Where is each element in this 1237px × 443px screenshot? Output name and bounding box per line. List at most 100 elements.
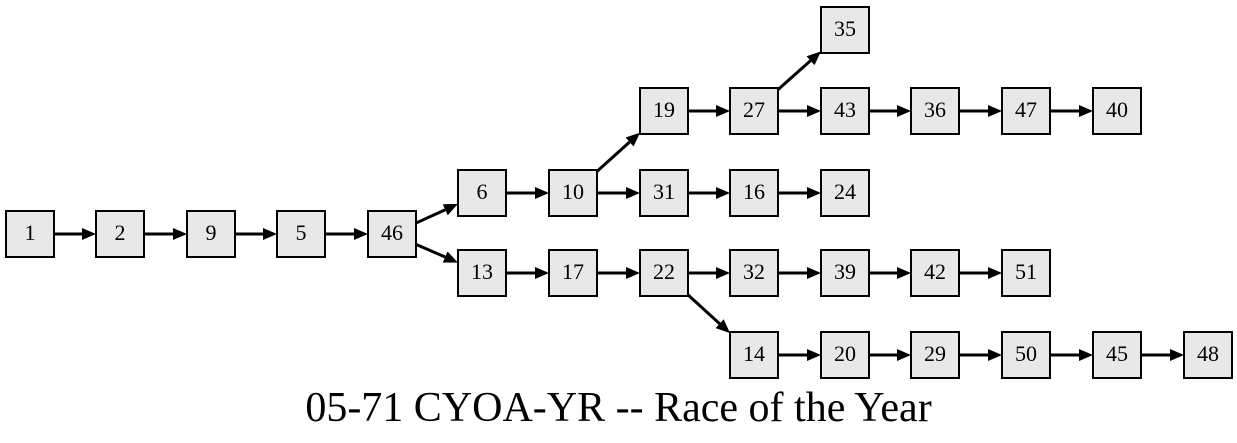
arrowhead — [442, 203, 458, 216]
edge-6-10 — [506, 187, 549, 199]
node-20: 20 — [820, 331, 870, 379]
edge-39-42 — [869, 267, 911, 279]
node-label: 1 — [25, 220, 36, 245]
node-19: 19 — [639, 87, 689, 135]
node-box — [910, 87, 960, 135]
node-label: 47 — [1015, 97, 1037, 122]
node-label: 20 — [834, 341, 856, 366]
arrowhead — [354, 228, 368, 240]
node-box — [95, 210, 145, 258]
node-label: 27 — [743, 97, 765, 122]
arrowhead — [173, 228, 187, 240]
edge-9-5 — [235, 228, 277, 240]
edge-46-13 — [415, 243, 458, 263]
node-42: 42 — [910, 249, 960, 297]
edge-31-16 — [688, 187, 730, 199]
edge-19-27 — [688, 105, 730, 117]
node-box — [639, 87, 689, 135]
arrowhead — [807, 187, 821, 199]
arrowhead — [716, 187, 730, 199]
edge-50-45 — [1050, 349, 1093, 361]
node-box — [186, 210, 236, 258]
node-label: 22 — [653, 259, 675, 284]
arrowhead — [807, 267, 821, 279]
edge-43-36 — [869, 105, 911, 117]
node-box — [910, 331, 960, 379]
arrowhead — [988, 267, 1002, 279]
node-box — [639, 249, 689, 297]
node-39: 39 — [820, 249, 870, 297]
edge-10-19 — [595, 132, 640, 173]
node-24: 24 — [820, 169, 870, 217]
arrowhead — [626, 267, 640, 279]
node-label: 48 — [1197, 341, 1219, 366]
node-27: 27 — [729, 87, 779, 135]
node-14: 14 — [729, 331, 779, 379]
arrowhead — [535, 187, 549, 199]
node-label: 24 — [834, 179, 856, 204]
node-47: 47 — [1001, 87, 1051, 135]
arrowhead — [988, 349, 1002, 361]
node-box — [820, 6, 870, 54]
node-label: 42 — [924, 259, 946, 284]
diagram-title: 05-71 CYOA-YR -- Race of the Year — [305, 385, 932, 431]
node-32: 32 — [729, 249, 779, 297]
edge-29-50 — [959, 349, 1002, 361]
edge-13-17 — [506, 267, 549, 279]
edge-42-51 — [959, 267, 1002, 279]
edge-45-48 — [1141, 349, 1184, 361]
node-16: 16 — [729, 169, 779, 217]
arrowhead — [897, 267, 911, 279]
node-box — [548, 169, 598, 217]
node-box — [1001, 87, 1051, 135]
node-17: 17 — [548, 249, 598, 297]
edge-32-39 — [778, 267, 821, 279]
node-43: 43 — [820, 87, 870, 135]
node-31: 31 — [639, 169, 689, 217]
node-label: 17 — [562, 259, 584, 284]
arrowhead — [716, 267, 730, 279]
node-label: 51 — [1015, 259, 1037, 284]
node-label: 14 — [743, 341, 765, 366]
arrowhead — [442, 251, 458, 263]
node-label: 50 — [1015, 341, 1037, 366]
arrowhead — [897, 349, 911, 361]
arrowhead — [1079, 349, 1093, 361]
edge-10-31 — [597, 187, 640, 199]
edge-1-2 — [54, 228, 96, 240]
node-box — [367, 210, 417, 258]
node-box — [820, 169, 870, 217]
edge-47-40 — [1050, 105, 1093, 117]
node-box — [1092, 331, 1142, 379]
arrowhead — [715, 319, 730, 334]
arrowhead — [806, 51, 821, 66]
node-5: 5 — [276, 210, 326, 258]
node-box — [457, 169, 507, 217]
arrowhead — [807, 105, 821, 117]
arrowhead — [263, 228, 277, 240]
edge-2-9 — [144, 228, 187, 240]
node-13: 13 — [457, 249, 507, 297]
edge-27-35 — [777, 51, 821, 91]
node-9: 9 — [186, 210, 236, 258]
arrowhead — [626, 187, 640, 199]
node-40: 40 — [1092, 87, 1142, 135]
node-box — [5, 210, 55, 258]
node-45: 45 — [1092, 331, 1142, 379]
node-label: 36 — [924, 97, 946, 122]
edge-16-24 — [778, 187, 821, 199]
arrowhead — [82, 228, 96, 240]
node-box — [729, 87, 779, 135]
arrowhead — [897, 105, 911, 117]
node-box — [1001, 331, 1051, 379]
edge-46-6 — [415, 203, 458, 225]
node-label: 40 — [1106, 97, 1128, 122]
node-51: 51 — [1001, 249, 1051, 297]
edge-5-46 — [325, 228, 368, 240]
node-box — [1001, 249, 1051, 297]
arrowhead — [716, 105, 730, 117]
node-label: 5 — [296, 220, 307, 245]
node-box — [820, 331, 870, 379]
